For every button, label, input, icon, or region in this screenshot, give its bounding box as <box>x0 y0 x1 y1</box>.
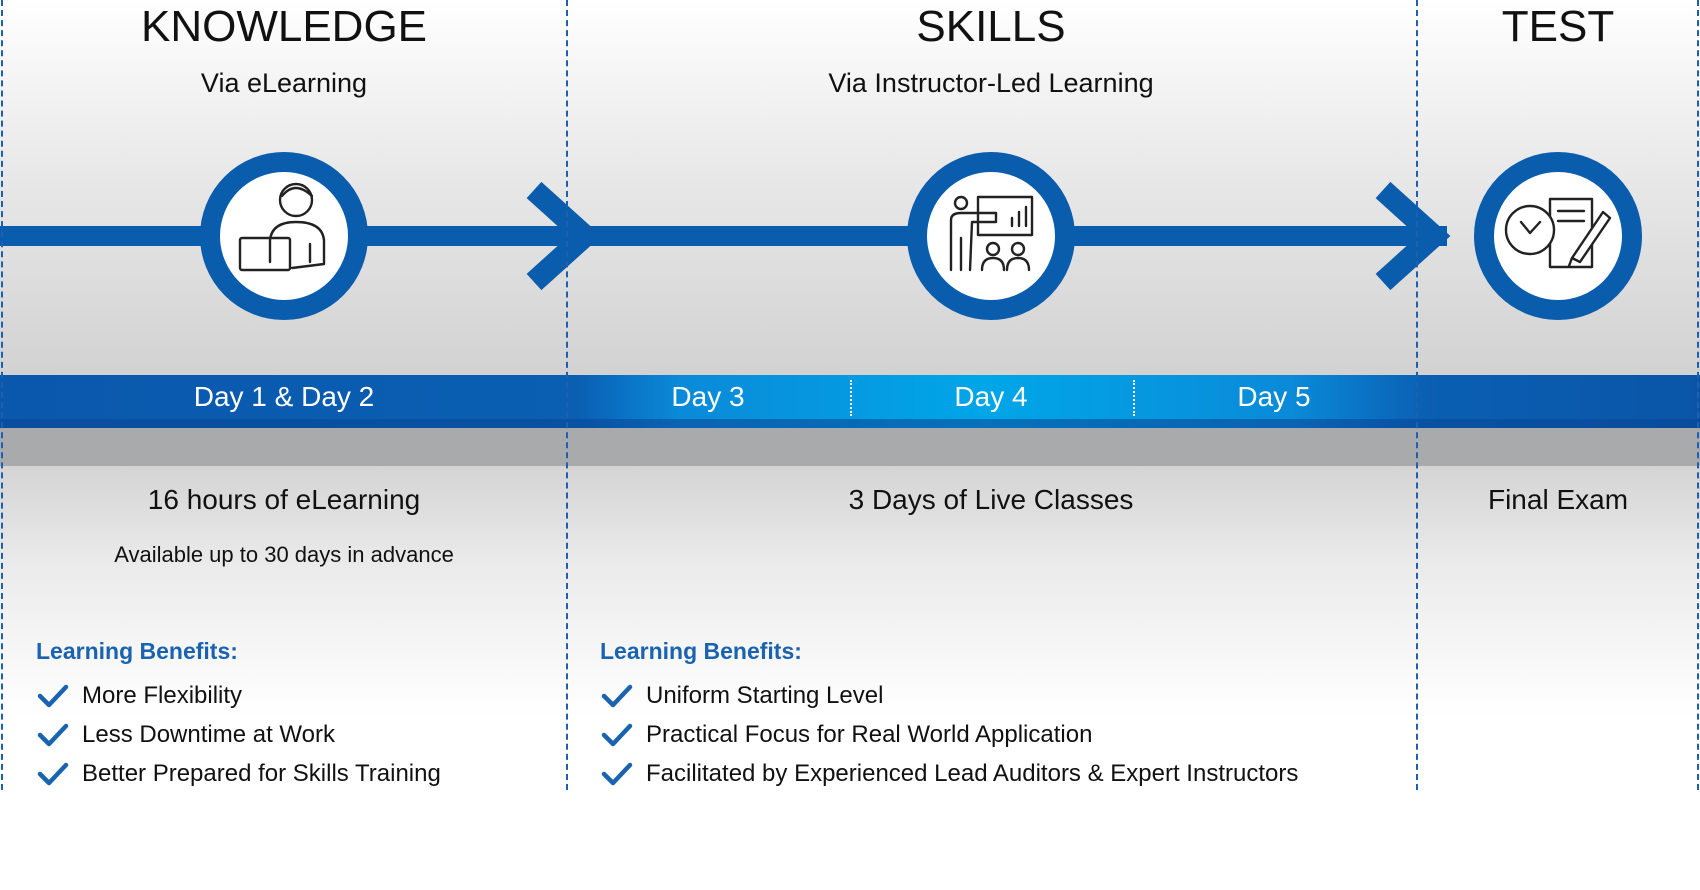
instructor-classroom-icon <box>907 152 1075 320</box>
timeline-graphic <box>0 152 1642 320</box>
skills-heading: SKILLS <box>916 2 1066 51</box>
benefit-text: Uniform Starting Level <box>646 681 884 709</box>
day-label-4: Day 4 <box>954 381 1028 412</box>
section-divider-right <box>1697 0 1699 790</box>
skills-benefits-title: Learning Benefits: <box>600 638 802 664</box>
knowledge-summary: 16 hours of eLearning <box>147 484 421 515</box>
arrow-chevron-1 <box>526 181 602 291</box>
skills-subheading: Via Instructor-Led Learning <box>828 68 1154 98</box>
section-divider-skills-test <box>1416 0 1418 790</box>
list-item: Uniform Starting Level <box>600 676 1298 715</box>
list-item: Better Prepared for Skills Training <box>36 754 441 793</box>
day-separator <box>850 380 852 416</box>
checkmark-icon <box>37 723 69 746</box>
benefit-text: Better Prepared for Skills Training <box>82 759 441 787</box>
benefit-text: Facilitated by Experienced Lead Auditors… <box>646 759 1299 787</box>
benefit-text: Practical Focus for Real World Applicati… <box>646 720 1093 748</box>
benefit-text: Less Downtime at Work <box>82 720 335 748</box>
knowledge-subheading: Via eLearning <box>200 68 368 98</box>
checkmark-icon <box>37 684 69 707</box>
benefit-text: More Flexibility <box>82 681 243 709</box>
section-divider-left <box>1 0 3 790</box>
checkmark-icon <box>37 762 69 785</box>
skills-summary: 3 Days of Live Classes <box>848 484 1134 515</box>
test-summary: Final Exam <box>1487 484 1629 515</box>
checkmark-icon <box>601 684 633 707</box>
day-bar-shadow <box>0 419 1700 428</box>
checkmark-icon <box>601 762 633 785</box>
day-separator <box>1133 380 1135 416</box>
checkmark-icon <box>601 723 633 746</box>
list-item: More Flexibility <box>36 676 441 715</box>
clock-exam-icon <box>1474 152 1642 320</box>
skills-benefits-list: Uniform Starting Level Practical Focus f… <box>600 676 1298 793</box>
grey-band <box>0 428 1700 466</box>
day-label-3: Day 3 <box>671 381 745 412</box>
section-divider-knowledge-skills <box>566 0 568 790</box>
person-laptop-icon <box>200 152 368 320</box>
knowledge-benefits-list: More Flexibility Less Downtime at Work B… <box>36 676 441 793</box>
knowledge-detail: Available up to 30 days in advance <box>114 542 454 567</box>
arrow-chevron-2 <box>1375 181 1451 291</box>
knowledge-benefits-title: Learning Benefits: <box>36 638 238 664</box>
test-heading: TEST <box>1501 2 1615 51</box>
day-label-1-2: Day 1 & Day 2 <box>193 381 375 412</box>
list-item: Practical Focus for Real World Applicati… <box>600 715 1298 754</box>
list-item: Facilitated by Experienced Lead Auditors… <box>600 754 1298 793</box>
knowledge-heading: KNOWLEDGE <box>140 2 428 51</box>
list-item: Less Downtime at Work <box>36 715 441 754</box>
day-label-5: Day 5 <box>1237 381 1311 412</box>
